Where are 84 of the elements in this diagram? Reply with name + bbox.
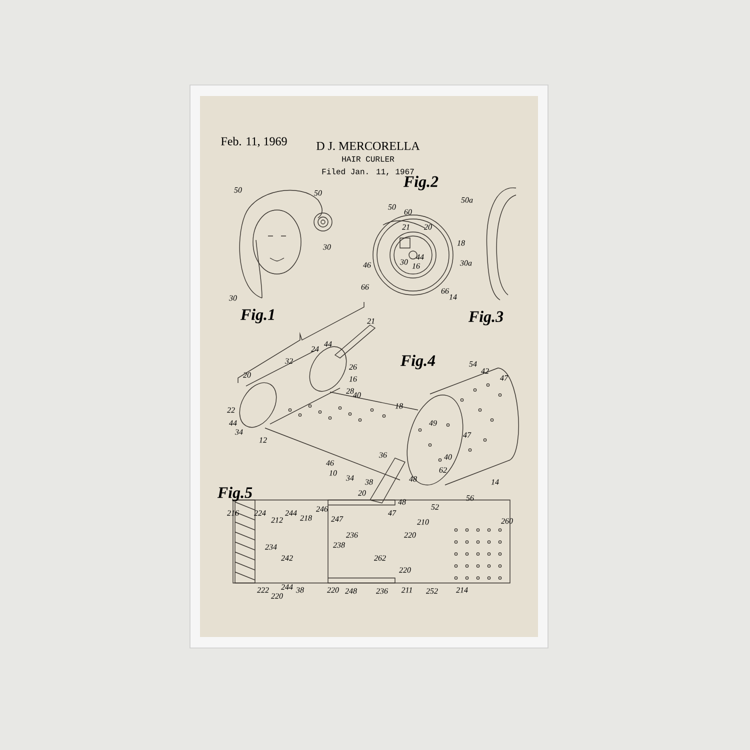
- callout-number: 38: [365, 479, 373, 485]
- callout-number: 10: [329, 470, 337, 476]
- callout-number: 62: [439, 467, 447, 473]
- callout-number: 44: [416, 254, 424, 260]
- callout-number: 44: [324, 341, 332, 347]
- callout-number: 56: [466, 495, 474, 501]
- callout-number: 14: [491, 479, 499, 485]
- callout-number: 66: [441, 288, 449, 294]
- callout-number: 14: [449, 294, 457, 300]
- callout-number: 20: [424, 224, 432, 230]
- callout-number: 40: [444, 454, 452, 460]
- callout-number: 224: [254, 510, 266, 516]
- callout-number: 210: [417, 519, 429, 525]
- callout-number: 30: [229, 295, 237, 301]
- header-text: Feb. 11, 1969: [221, 136, 287, 148]
- header-text: Filed Jan. 11, 1967: [322, 168, 414, 176]
- callout-number: 47: [500, 375, 508, 381]
- callout-number: 244: [285, 510, 297, 516]
- callout-number: 36: [379, 452, 387, 458]
- callout-number: 16: [412, 263, 420, 269]
- callout-number: 34: [235, 429, 243, 435]
- callout-number: 20: [243, 372, 251, 378]
- callout-number: 234: [265, 544, 277, 550]
- callout-number: 50: [314, 190, 322, 196]
- callout-number: 54: [469, 361, 477, 367]
- header-text: HAIR CURLER: [342, 156, 394, 162]
- callout-number: 12: [259, 437, 267, 443]
- figure-label: Fig.1: [240, 308, 274, 324]
- callout-number: 236: [376, 588, 388, 594]
- callout-number: 49: [429, 420, 437, 426]
- callout-number: 244: [281, 584, 293, 590]
- callout-number: 216: [227, 510, 239, 516]
- figure-label: Fig.5: [217, 486, 252, 502]
- callout-number: 48: [398, 499, 406, 505]
- callout-number: 38: [296, 587, 304, 593]
- callout-number: 220: [271, 593, 283, 599]
- callout-number: 28: [346, 388, 354, 394]
- callout-number: 44: [229, 420, 237, 426]
- callout-number: 22: [227, 407, 235, 413]
- callout-number: 16: [349, 376, 357, 382]
- figure-label: Fig.2: [403, 176, 438, 190]
- callout-number: 18: [457, 240, 465, 246]
- callout-number: 52: [431, 504, 439, 510]
- callout-number: 42: [481, 368, 489, 374]
- callout-number: 238: [333, 542, 345, 548]
- callout-number: 47: [463, 432, 472, 438]
- callout-number: 247: [331, 516, 344, 522]
- callout-number: 220: [404, 532, 416, 538]
- callout-number: 21: [402, 224, 410, 230]
- callout-number: 242: [281, 555, 293, 561]
- callout-number: 220: [399, 567, 411, 573]
- callout-number: 30a: [460, 260, 472, 266]
- callout-number: 248: [345, 588, 357, 594]
- callout-number: 47: [388, 510, 396, 516]
- callout-number: 220: [327, 587, 339, 593]
- callout-number: 222: [257, 587, 269, 593]
- callout-number: 214: [456, 587, 468, 593]
- callout-number: 218: [300, 515, 312, 521]
- header-text: D J. MERCORELLA: [316, 142, 420, 150]
- callout-number: 246: [316, 506, 328, 512]
- callout-number: 24: [311, 346, 319, 352]
- callout-number: 260: [501, 518, 513, 524]
- callout-number: 252: [426, 588, 438, 594]
- callout-number: 211: [401, 587, 412, 593]
- callout-number: 212: [271, 517, 283, 523]
- callout-number: 21: [367, 318, 374, 324]
- callout-number: 32: [285, 358, 293, 364]
- callout-number: 46: [326, 460, 334, 466]
- callout-number: 236: [346, 532, 358, 538]
- figure-label: Fig.4: [400, 354, 436, 370]
- callout-number: 20: [358, 490, 366, 496]
- callout-number: 60: [404, 209, 412, 215]
- callout-number: 30: [400, 259, 408, 265]
- callout-number: 40: [353, 392, 361, 398]
- callout-number: 262: [374, 555, 386, 561]
- figure-label: Fig.3: [468, 310, 504, 326]
- callout-number: 50a: [461, 197, 473, 203]
- callout-number: 34: [346, 475, 354, 481]
- callout-number: 50: [388, 204, 396, 210]
- callout-number: 66: [361, 284, 369, 290]
- callout-number: 46: [363, 262, 371, 268]
- callout-number: 30: [323, 244, 331, 250]
- callout-number: 26: [349, 364, 357, 370]
- callout-number: 50: [234, 187, 242, 193]
